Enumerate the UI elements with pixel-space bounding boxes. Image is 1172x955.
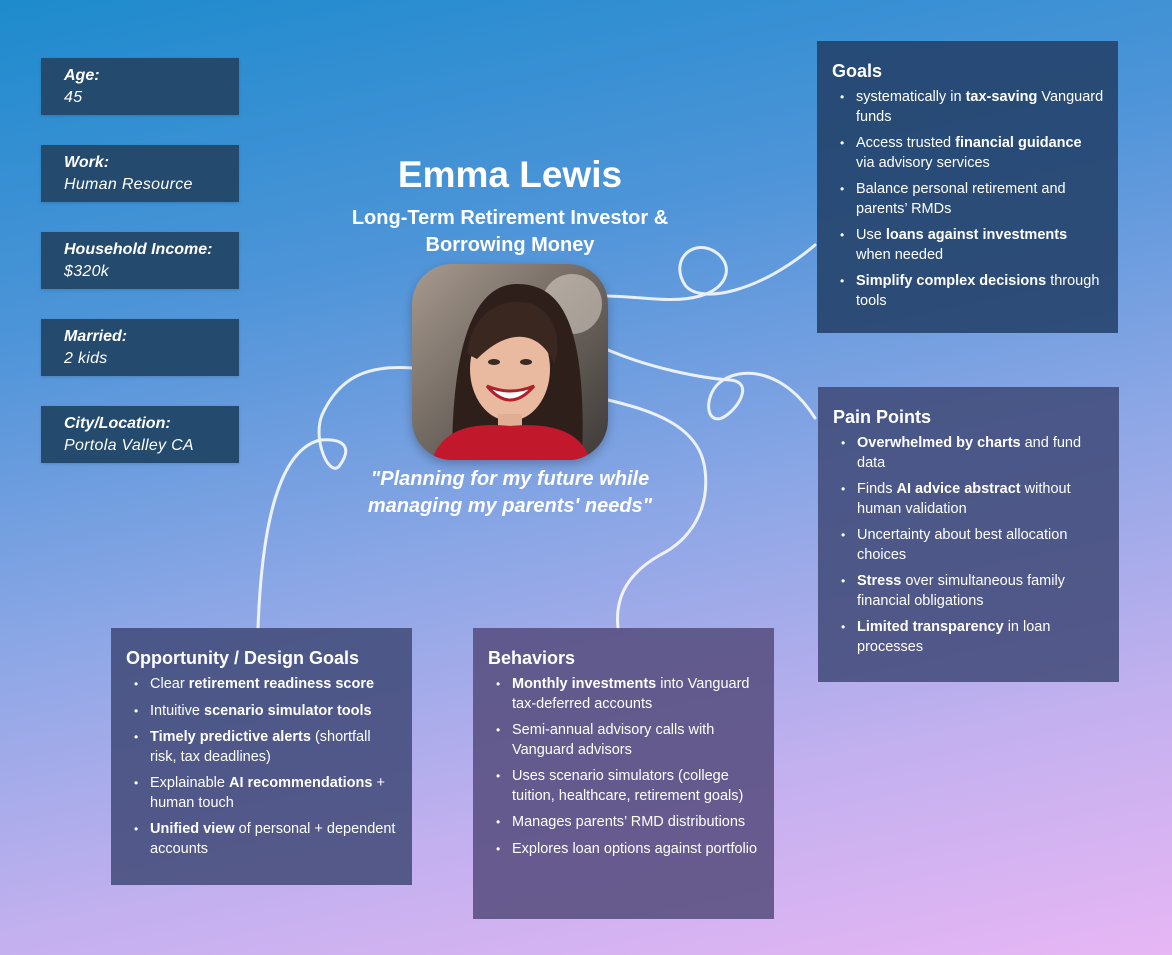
info-age: Age: 45 xyxy=(41,58,239,115)
info-label: Age: xyxy=(64,67,100,84)
text: Use xyxy=(856,227,886,243)
goals-list: systematically in tax-saving Vanguard fu… xyxy=(832,88,1104,311)
text: + human touch xyxy=(150,775,385,811)
text: Clear xyxy=(150,676,189,692)
pain-points-title: Pain Points xyxy=(833,407,932,427)
info-value: Portola Valley CA xyxy=(64,437,194,454)
list-item: Simplify complex decisions through tools xyxy=(840,272,1104,311)
list-item: Stress over simultaneous family financia… xyxy=(841,572,1105,611)
info-work: Work: Human Resource xyxy=(41,145,239,202)
list-item: Balance personal retirement and parents’… xyxy=(840,180,1104,219)
info-label: Work: xyxy=(64,154,110,171)
text: through tools xyxy=(856,273,1100,309)
goals-card: Goals systematically in tax-saving Vangu… xyxy=(817,41,1118,333)
text: Semi-annual advisory calls with Vanguard… xyxy=(512,722,715,758)
text: Intuitive xyxy=(150,702,204,719)
persona-role-line: Borrowing Money xyxy=(425,234,595,256)
list-item: Intuitive scenario simulator tools xyxy=(134,702,398,722)
persona-name: Emma Lewis xyxy=(397,154,623,195)
text: systematically in xyxy=(856,89,966,105)
list-item: Use loans against investments when neede… xyxy=(840,226,1104,265)
list-item: Access trusted financial guidance via ad… xyxy=(840,134,1104,173)
info-value: 45 xyxy=(64,89,83,106)
bold-text: Monthly investments xyxy=(512,676,657,692)
text: Explainable xyxy=(150,775,229,791)
bold-text: Unified view xyxy=(150,821,235,837)
info-married: Married: 2 kids xyxy=(41,319,239,376)
list-item: Unified view of personal + dependent acc… xyxy=(134,820,398,859)
bold-text: Overwhelmed by charts xyxy=(857,435,1021,451)
persona-quote-line: managing my parents' needs" xyxy=(367,495,653,517)
text: via advisory services xyxy=(856,154,990,171)
opportunity-title: Opportunity / Design Goals xyxy=(126,648,360,668)
bold-text: tax-saving xyxy=(965,89,1038,105)
text: Access trusted xyxy=(856,135,956,151)
persona-role-line: Long-Term Retirement Investor & xyxy=(351,207,669,229)
pain-points-card: Pain Points Overwhelmed by charts and fu… xyxy=(818,387,1119,682)
text: Explores loan options against portfolio xyxy=(512,840,758,857)
behaviors-card: Behaviors Monthly investments into Vangu… xyxy=(473,628,774,919)
text: (shortfall risk, tax deadlines) xyxy=(150,729,371,765)
text: of personal + dependent accounts xyxy=(150,821,396,857)
list-item: Uses scenario simulators (college tuitio… xyxy=(496,767,760,806)
text: Uncertainty about best allocation choice… xyxy=(857,527,1068,563)
persona-quote: "Planning for my future while managing m… xyxy=(300,466,720,520)
list-item: Finds AI advice abstract without human v… xyxy=(841,480,1105,519)
opportunity-list: Clear retirement readiness scoreIntuitiv… xyxy=(126,675,398,859)
list-item: Uncertainty about best allocation choice… xyxy=(841,526,1105,565)
persona-role: Long-Term Retirement Investor & Borrowin… xyxy=(300,205,720,259)
info-value: $320k xyxy=(64,263,110,280)
text: Finds xyxy=(857,481,897,497)
text: Vanguard funds xyxy=(856,89,1104,125)
list-item: Clear retirement readiness score xyxy=(134,675,398,695)
connector-to-pain xyxy=(606,348,817,421)
list-item: Explores loan options against portfolio xyxy=(496,840,760,860)
info-label: City/Location: xyxy=(64,415,171,432)
text: into Vanguard tax-deferred accounts xyxy=(512,676,750,712)
text: and fund data xyxy=(857,435,1082,471)
text: Balance personal retirement and parents’… xyxy=(856,181,1066,217)
text: Uses scenario simulators (college tuitio… xyxy=(512,768,744,804)
text: when needed xyxy=(856,246,944,263)
info-label: Married: xyxy=(64,328,128,345)
behaviors-list: Monthly investments into Vanguard tax-de… xyxy=(488,675,760,859)
bold-text: retirement readiness score xyxy=(188,676,375,692)
list-item: Limited transparency in loan processes xyxy=(841,618,1105,657)
list-item: Overwhelmed by charts and fund data xyxy=(841,434,1105,473)
bold-text: Limited transparency xyxy=(857,619,1004,635)
bold-text: AI recommendations xyxy=(229,775,373,791)
goals-title: Goals xyxy=(832,61,883,81)
opportunity-card: Opportunity / Design Goals Clear retirem… xyxy=(111,628,412,885)
text: over simultaneous family financial oblig… xyxy=(857,573,1065,609)
bold-text: Stress xyxy=(857,573,902,589)
avatar xyxy=(412,264,608,460)
bold-text: Simplify complex decisions xyxy=(856,273,1047,289)
list-item: Timely predictive alerts (shortfall risk… xyxy=(134,728,398,767)
list-item: Semi-annual advisory calls with Vanguard… xyxy=(496,721,760,760)
bold-text: Timely predictive alerts xyxy=(150,729,311,745)
bold-text: financial guidance xyxy=(955,135,1082,151)
list-item: Monthly investments into Vanguard tax-de… xyxy=(496,675,760,714)
info-location: City/Location: Portola Valley CA xyxy=(41,406,239,463)
bold-text: loans against investments xyxy=(885,227,1068,243)
text: in loan processes xyxy=(857,619,1051,655)
info-label: Household Income: xyxy=(64,241,213,258)
info-value: 2 kids xyxy=(64,350,108,367)
persona-quote-line: "Planning for my future while xyxy=(370,468,650,490)
text: Manages parents’ RMD distributions xyxy=(512,814,746,830)
bold-text: AI advice abstract xyxy=(896,481,1021,497)
list-item: systematically in tax-saving Vanguard fu… xyxy=(840,88,1104,127)
behaviors-title: Behaviors xyxy=(488,648,576,668)
list-item: Manages parents’ RMD distributions xyxy=(496,813,760,833)
info-income: Household Income: $320k xyxy=(41,232,239,289)
avatar-portrait-image xyxy=(412,264,608,460)
pain-points-list: Overwhelmed by charts and fund dataFinds… xyxy=(833,434,1105,657)
bold-text: scenario simulator tools xyxy=(204,702,372,719)
list-item: Explainable AI recommendations + human t… xyxy=(134,774,398,813)
info-value: Human Resource xyxy=(64,176,193,193)
text: without human validation xyxy=(857,481,1071,517)
